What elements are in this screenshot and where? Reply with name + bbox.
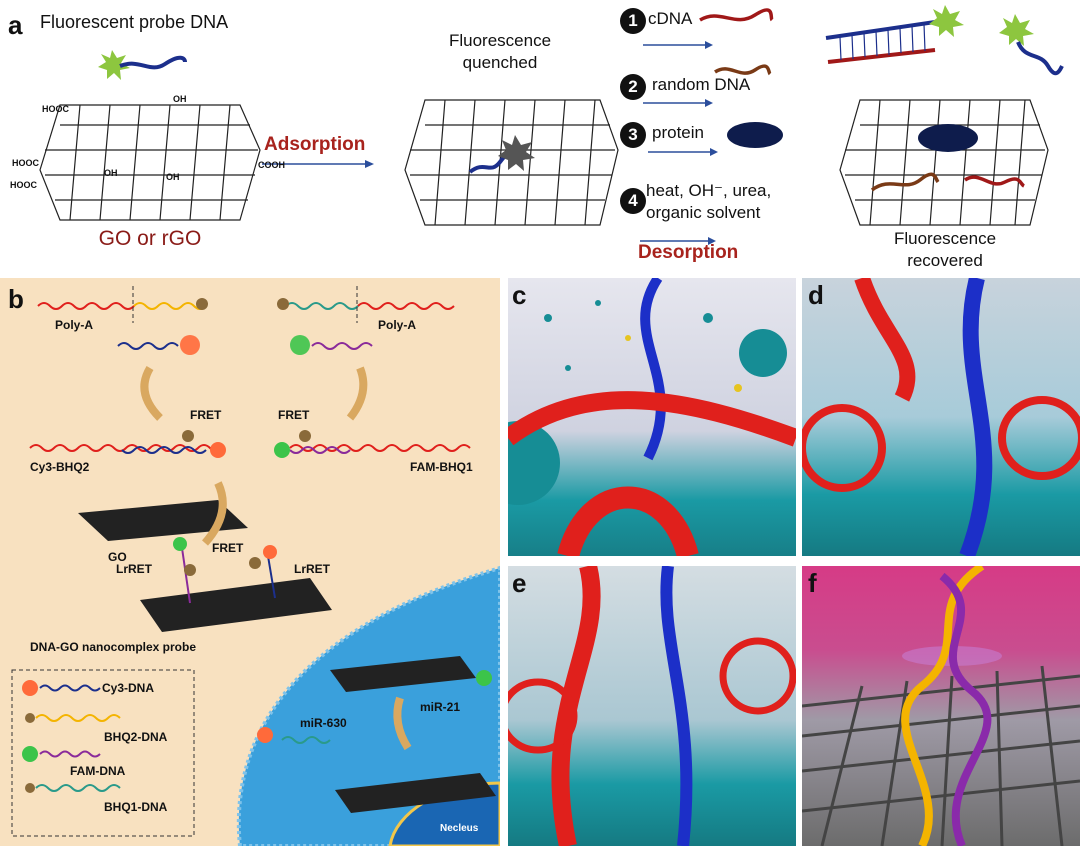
legend-bhq1: BHQ1-DNA: [104, 800, 168, 814]
step-1-badge: 1: [620, 8, 646, 34]
fret-right: FRET: [278, 408, 310, 422]
step-3-badge: 3: [620, 122, 646, 148]
nucleus-label: Necleus: [440, 823, 479, 834]
panel-b-graphics: [11, 286, 500, 846]
mir21-label: miR-21: [420, 700, 461, 714]
chem-hooc-2: HOOC: [12, 158, 39, 168]
mir630-label: miR-630: [300, 716, 347, 730]
recovered-line1: Fluorescence: [893, 229, 997, 248]
poly-a-left: Poly-A: [55, 318, 94, 332]
chem-hooc-3: HOOC: [10, 180, 37, 190]
adsorption-label: Adsorption: [264, 134, 366, 155]
panel-a: a Fluorescent probe DNA: [0, 0, 1080, 272]
step-3-label: protein: [652, 123, 704, 142]
chem-hooc-1: HOOC: [42, 104, 69, 114]
probe-label-b: DNA-GO nanocomplex probe: [30, 640, 197, 654]
panel-c: c: [508, 278, 796, 556]
protein-icon: [727, 122, 783, 148]
chem-cooh-1: COOH: [258, 160, 285, 170]
panel-f-graphics: [802, 566, 1080, 846]
chem-oh-3: OH: [166, 172, 180, 182]
legend-fam: FAM-DNA: [70, 764, 126, 778]
panel-letter-e: e: [512, 568, 527, 598]
go-sheet-1: [39, 104, 261, 221]
step-4-badge: 4: [620, 188, 646, 214]
fret-mid: FRET: [212, 541, 244, 555]
lrret-left: LrRET: [116, 562, 152, 576]
legend-bhq2: BHQ2-DNA: [104, 730, 168, 744]
recovered-line2: recovered: [907, 251, 983, 270]
panel-letter-f: f: [808, 568, 817, 598]
poly-a-right: Poly-A: [378, 318, 417, 332]
fam-bhq1-label: FAM-BHQ1: [410, 460, 473, 474]
desorption-label: Desorption: [638, 242, 739, 263]
step-2-label: random DNA: [652, 75, 751, 94]
quenched-line2: quenched: [462, 53, 538, 72]
panel-e-graphics: [508, 566, 796, 846]
panel-letter-c: c: [512, 280, 527, 310]
fluorophore-icon: [98, 50, 187, 80]
panel-d-graphics: [802, 278, 1080, 556]
panel-letter-a: a: [8, 10, 23, 40]
legend-cy3: Cy3-DNA: [102, 681, 155, 695]
go-label: GO or rGO: [98, 227, 202, 250]
panel-letter-d: d: [808, 280, 824, 310]
step-4-label2: organic solvent: [646, 203, 761, 222]
panel-f: f: [802, 566, 1080, 846]
step-4-label: heat, OH⁻, urea,: [646, 181, 772, 200]
lrret-right: LrRET: [294, 562, 330, 576]
quenched-line1: Fluorescence: [448, 31, 552, 50]
cy3-bhq2-label: Cy3-BHQ2: [30, 460, 90, 474]
fret-left: FRET: [190, 408, 222, 422]
panel-c-graphics: [508, 278, 796, 556]
panel-letter-b: b: [8, 284, 24, 314]
duplex-icon: [825, 5, 1064, 76]
go-label-b: GO: [108, 550, 127, 564]
panel-a-graphics: [39, 5, 1064, 245]
go-sheet-3: [839, 99, 1049, 226]
panel-d: d: [802, 278, 1080, 556]
panel-b: b Poly-A Poly-A FRET FRET Cy3-BHQ2 FAM-B…: [0, 278, 500, 846]
panel-e: e: [508, 566, 796, 846]
probe-label: Fluorescent probe DNA: [40, 12, 229, 32]
chem-oh-1: OH: [173, 94, 187, 104]
chem-oh-2: OH: [104, 168, 118, 178]
step-1-label: cDNA: [648, 9, 693, 28]
step-2-badge: 2: [620, 74, 646, 100]
